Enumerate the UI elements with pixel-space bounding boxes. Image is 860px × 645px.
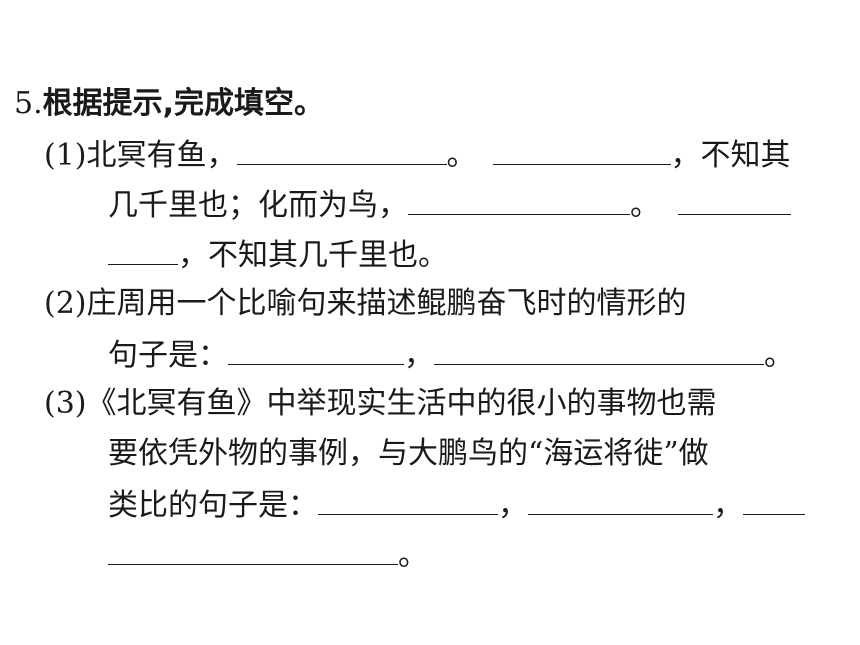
fill-blank-3[interactable] (408, 184, 630, 215)
item-2-line-1: (2)庄周用一个比喻句来描述鲲鹏奋飞时的情形的 (44, 284, 687, 324)
item-1-text-c: ，不知其 (670, 138, 791, 173)
item-3-line-4: 。 (108, 534, 428, 576)
fill-blank-7[interactable] (318, 484, 498, 515)
question-title: 根据提示,完成填空。 (42, 86, 325, 121)
question-number: 5. (14, 86, 43, 121)
item-3-text-f: 。 (398, 538, 428, 573)
item-1-text-e: 。 (630, 188, 660, 223)
item-1-text-a: 北冥有鱼， (86, 138, 237, 173)
item-1-line-3: ，不知其几千里也。 (108, 234, 448, 276)
fill-blank-4[interactable] (678, 184, 791, 215)
fill-blank-4-cont[interactable] (108, 234, 178, 265)
item-1-line-2: 几千里也；化而为鸟， 。 (108, 184, 791, 226)
fill-blank-2[interactable] (492, 134, 671, 165)
item-3-text-e: ， (713, 488, 743, 523)
fill-blank-9[interactable] (743, 484, 805, 515)
item-3-label: (3) (44, 386, 87, 421)
item-3-text-c: 类比的句子是： (108, 488, 318, 523)
item-3-text-d: ， (498, 488, 528, 523)
item-2-text-c: ， (404, 338, 434, 373)
item-1-line-1: (1)北冥有鱼， 。 ，不知其 (44, 134, 791, 176)
fill-blank-1[interactable] (236, 134, 447, 165)
item-1-text-d: 几千里也；化而为鸟， (108, 188, 408, 223)
item-2-text-a: 庄周用一个比喻句来描述鲲鹏奋飞时的情形的 (86, 286, 687, 321)
fill-blank-9-cont[interactable] (108, 534, 398, 565)
item-1-text-f: ，不知其几千里也。 (178, 238, 448, 273)
question-header: 5.根据提示,完成填空。 (14, 84, 324, 124)
item-3-text-a: 《北冥有鱼》中举现实生活中的很小的事物也需 (86, 386, 717, 421)
fill-blank-6[interactable] (434, 334, 764, 365)
item-1-label: (1) (44, 138, 87, 173)
fill-blank-5[interactable] (228, 334, 404, 365)
item-2-text-d: 。 (764, 338, 794, 373)
item-1-text-b: 。 (446, 138, 477, 173)
item-3-text-b: 要依凭外物的事例，与大鹏鸟的“海运将徙”做 (108, 436, 709, 471)
item-2-label: (2) (44, 286, 87, 321)
item-3-line-2: 要依凭外物的事例，与大鹏鸟的“海运将徙”做 (108, 434, 709, 474)
item-3-line-1: (3)《北冥有鱼》中举现实生活中的很小的事物也需 (44, 384, 717, 424)
item-3-line-3: 类比的句子是： ， ， (108, 484, 805, 526)
fill-blank-8[interactable] (528, 484, 713, 515)
item-2-text-b: 句子是： (108, 338, 228, 373)
item-2-line-2: 句子是： ， 。 (108, 334, 794, 376)
